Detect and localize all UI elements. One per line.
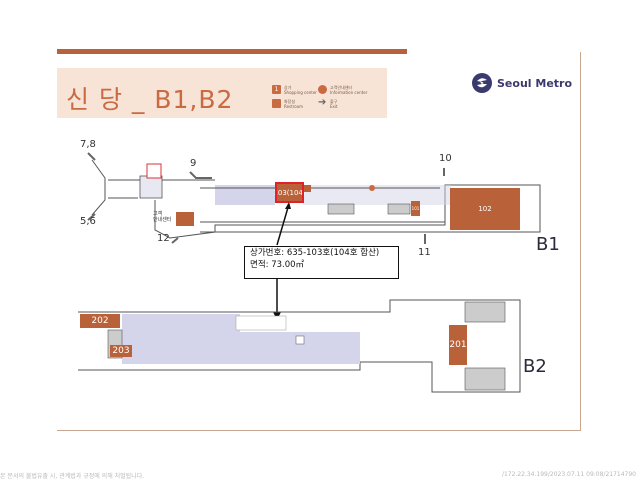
page-title: 신 당 _ B1,B2 xyxy=(66,85,234,114)
shop-square-icon: 1 xyxy=(272,85,281,94)
exit-5-6-label: 5,6 xyxy=(80,216,96,227)
station-office-label: 고객 안내센터 xyxy=(153,211,172,223)
exit-arrow-icon: ➔ xyxy=(318,97,327,108)
legend-info-label: 고객안내센터 xyxy=(330,85,353,90)
logo-text: Seoul Metro xyxy=(497,77,573,90)
callout-area: 면적: 73.00㎡ xyxy=(250,260,305,270)
shop-203[interactable]: 203 xyxy=(110,345,132,357)
footer-stamp: /172.22.34.199/2023.07.11 09:08/21714790 xyxy=(501,471,636,478)
exit-12-label: 12 xyxy=(157,233,170,244)
exit-9-label: 9 xyxy=(190,158,197,169)
seoul-metro-logo-icon xyxy=(472,73,492,93)
footer-warning: 본 문서의 불법유출 시, 관계법과 규정에 의해 처벌됩니다. xyxy=(0,473,145,480)
top-rule xyxy=(57,49,407,54)
legend-restroom-sublabel: Restroom xyxy=(284,104,304,109)
shop-101[interactable]: 101 xyxy=(411,201,420,216)
station-office-block xyxy=(176,212,194,226)
legend-exit-sublabel: Exit xyxy=(330,104,338,109)
shop-103[interactable]: 103(104) xyxy=(273,182,306,203)
shop-202[interactable]: 202 xyxy=(80,314,120,328)
legend-shop-label: 상가 xyxy=(284,85,292,90)
exit-7-8-label: 7,8 xyxy=(80,139,96,150)
map-frame xyxy=(57,52,581,431)
legend-info-sublabel: Information center xyxy=(330,90,368,95)
floor-b2-label: B2 xyxy=(523,356,547,377)
shop-201[interactable]: 201 xyxy=(449,325,467,365)
shop-102[interactable]: 102 xyxy=(450,188,520,230)
shop-adjacent xyxy=(304,185,311,192)
info-center-icon xyxy=(318,85,327,94)
header-panel xyxy=(57,68,387,118)
shop-info-callout: 상가번호: 635-103호(104호 합산) 면적: 73.00㎡ xyxy=(244,246,399,279)
callout-shop-number: 상가번호: 635-103호(104호 합산) xyxy=(250,248,380,258)
floor-b1-label: B1 xyxy=(536,234,560,255)
restroom-icon xyxy=(272,99,281,108)
legend-restroom-label: 화장실 xyxy=(284,99,296,104)
legend-shop-sublabel: Shopping center xyxy=(284,90,317,95)
exit-11-label: 11 xyxy=(418,247,431,258)
exit-10-label: 10 xyxy=(439,153,452,164)
legend-exit-label: 출구 xyxy=(330,99,338,104)
